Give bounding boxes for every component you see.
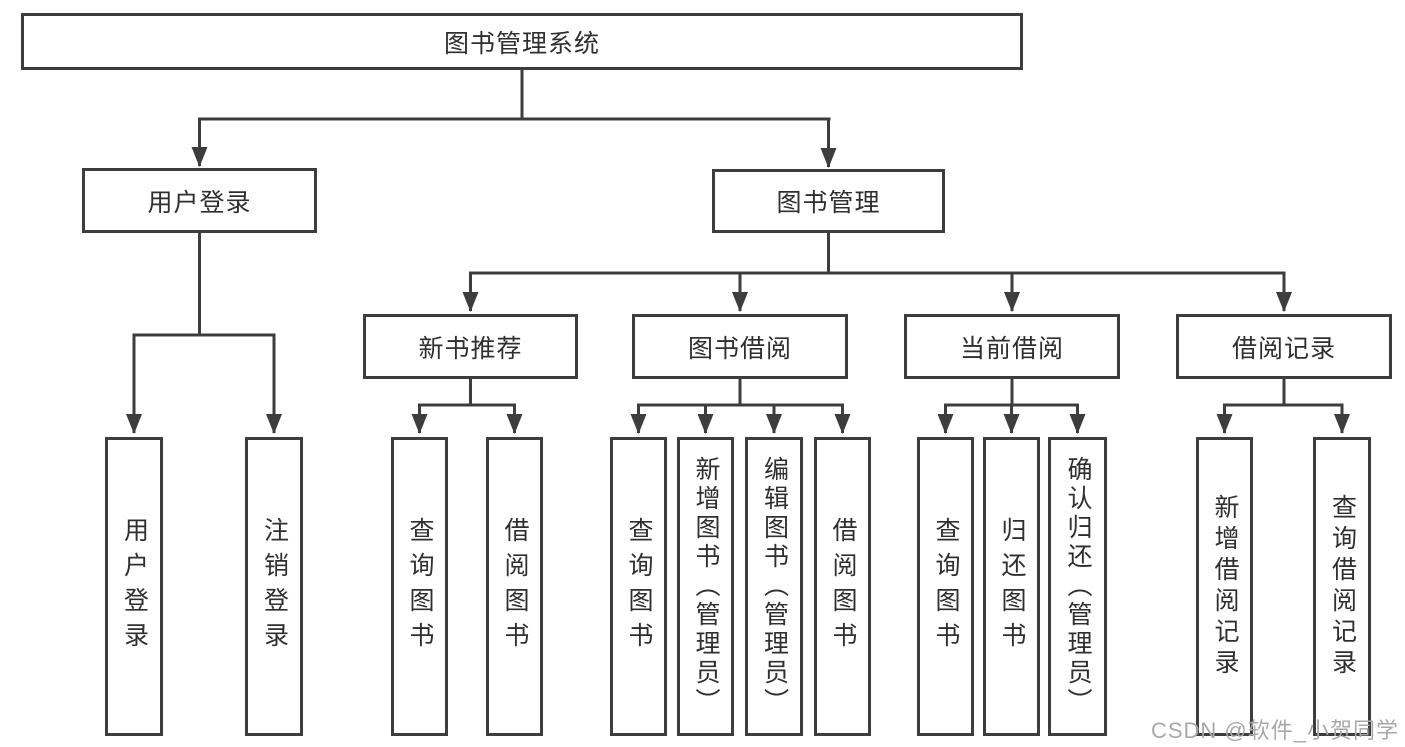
node-new-book-recommend-label: 新书推荐 (418, 334, 523, 363)
leaf-return-books-label: 归还图书 (998, 516, 1026, 657)
leaf-borrow-query-books: 查询图书 (610, 437, 667, 736)
leaf-add-borrow-record: 新增借阅记录 (1196, 437, 1253, 736)
node-book-management-label: 图书管理 (776, 189, 881, 217)
leaf-recommend-query-books: 查询图书 (391, 437, 448, 736)
leaf-recommend-borrow-books: 借阅图书 (486, 437, 543, 736)
node-current-borrow: 当前借阅 (904, 314, 1120, 379)
csdn-watermark: CSDN @软件_小贺同学 (1150, 718, 1399, 743)
leaf-edit-books-admin-label: 编辑图书（管理员） (760, 456, 789, 717)
node-borrow-records: 借阅记录 (1176, 314, 1392, 379)
leaf-confirm-return-admin: 确认归还（管理员） (1048, 437, 1107, 736)
leaf-add-books-admin-label: 新增图书（管理员） (692, 456, 720, 717)
node-book-borrow: 图书借阅 (632, 314, 848, 379)
node-root-system-label: 图书管理系统 (443, 29, 600, 58)
leaf-query-borrow-record-label: 查询借阅记录 (1328, 493, 1357, 680)
leaf-borrow-books: 借阅图书 (814, 437, 871, 736)
leaf-current-query-books: 查询图书 (917, 437, 974, 736)
leaf-return-books: 归还图书 (983, 437, 1040, 736)
leaf-borrow-books-label: 借阅图书 (829, 516, 857, 657)
node-borrow-records-label: 借阅记录 (1231, 334, 1336, 363)
leaf-user-login-label: 用户登录 (120, 516, 149, 657)
leaf-logout-label: 注销登录 (260, 516, 289, 657)
node-current-borrow-label: 当前借阅 (959, 334, 1064, 363)
leaf-logout: 注销登录 (245, 437, 303, 736)
leaf-recommend-query-books-label: 查询图书 (406, 516, 434, 657)
leaf-add-books-admin: 新增图书（管理员） (677, 437, 734, 736)
node-user-login: 用户登录 (82, 168, 317, 233)
node-root-system: 图书管理系统 (21, 13, 1023, 70)
node-user-login-label: 用户登录 (147, 188, 252, 217)
leaf-current-query-books-label: 查询图书 (932, 516, 960, 657)
node-book-borrow-label: 图书借阅 (687, 334, 792, 363)
leaf-query-borrow-record: 查询借阅记录 (1313, 437, 1371, 736)
leaf-add-borrow-record-label: 新增借阅记录 (1211, 493, 1239, 680)
node-book-management: 图书管理 (712, 169, 945, 233)
leaf-edit-books-admin: 编辑图书（管理员） (745, 437, 803, 736)
leaf-recommend-borrow-books-label: 借阅图书 (501, 516, 529, 657)
node-new-book-recommend: 新书推荐 (363, 314, 578, 379)
leaf-user-login: 用户登录 (105, 437, 163, 736)
leaf-confirm-return-admin-label: 确认归还（管理员） (1064, 456, 1092, 717)
leaf-borrow-query-books-label: 查询图书 (625, 516, 653, 657)
